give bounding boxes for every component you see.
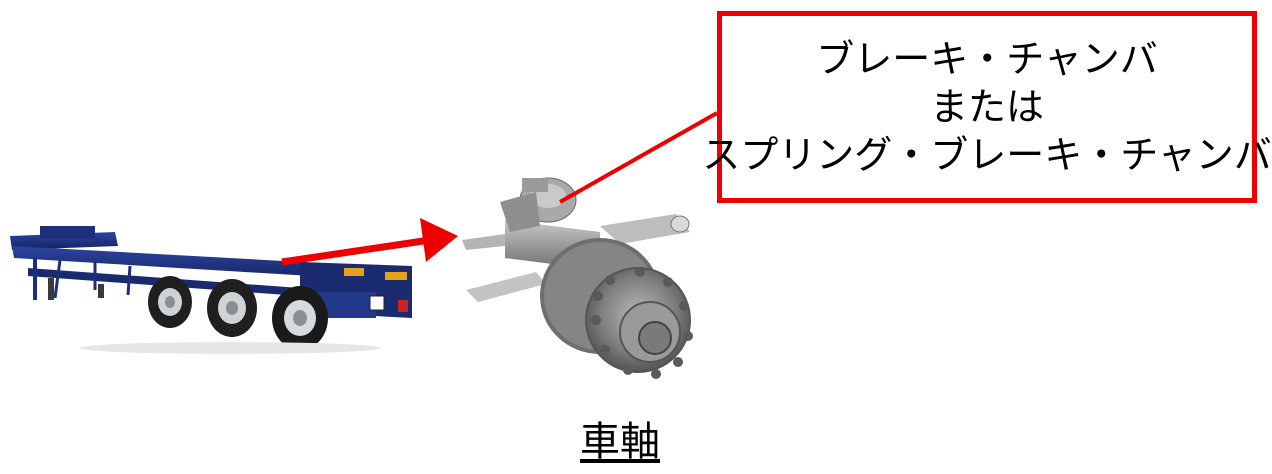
trailer-chassis-image: [10, 226, 412, 354]
callout-line-or: または: [929, 85, 1044, 129]
callout-box: ブレーキ・チャンバ または スプリング・ブレーキ・チャンバ: [702, 11, 1272, 203]
pointer-arrow: [281, 218, 458, 266]
callout-line-spring-brake-chamber: スプリング・ブレーキ・チャンバ: [702, 133, 1272, 177]
callout-line-brake-chamber: ブレーキ・チャンバ: [816, 37, 1158, 81]
callout-leader-line: [559, 111, 718, 204]
axle-assembly-image: [462, 177, 693, 379]
axle-caption: 車軸: [580, 419, 660, 465]
